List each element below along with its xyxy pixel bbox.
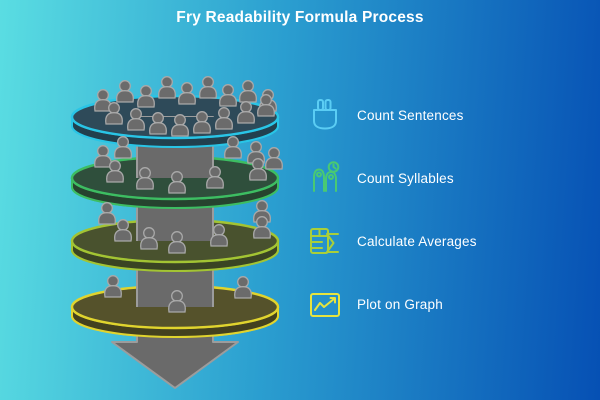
pocket-pens-icon <box>313 99 337 130</box>
person-figure <box>178 82 196 105</box>
legend: Count Sentences Count Syllables Calculat… <box>308 97 477 349</box>
legend-label-count-syllables: Count Syllables <box>357 170 454 186</box>
arches-clock-icon <box>313 161 340 192</box>
person-figure <box>219 84 237 107</box>
legend-item-count-sentences: Count Sentences <box>308 97 477 133</box>
legend-label-count-sentences: Count Sentences <box>357 107 464 123</box>
person-figure <box>158 76 176 99</box>
legend-item-calculate-averages: Calculate Averages <box>308 223 477 259</box>
legend-item-plot-on-graph: Plot on Graph <box>308 286 477 322</box>
person-figure <box>98 202 116 225</box>
legend-label-calculate-averages: Calculate Averages <box>357 233 477 249</box>
process-funnel-diagram <box>70 76 283 389</box>
person-figure <box>265 147 283 170</box>
person-figure <box>234 276 252 299</box>
person-figure <box>239 80 257 103</box>
person-figure <box>199 76 217 99</box>
person-figure <box>94 145 112 168</box>
person-figure <box>116 80 134 103</box>
legend-item-count-syllables: Count Syllables <box>308 160 477 196</box>
line-chart-icon <box>310 293 340 317</box>
legend-label-plot-on-graph: Plot on Graph <box>357 296 443 312</box>
table-sigma-icon <box>310 228 339 254</box>
page-title: Fry Readability Formula Process <box>176 9 424 26</box>
person-figure <box>104 275 122 298</box>
